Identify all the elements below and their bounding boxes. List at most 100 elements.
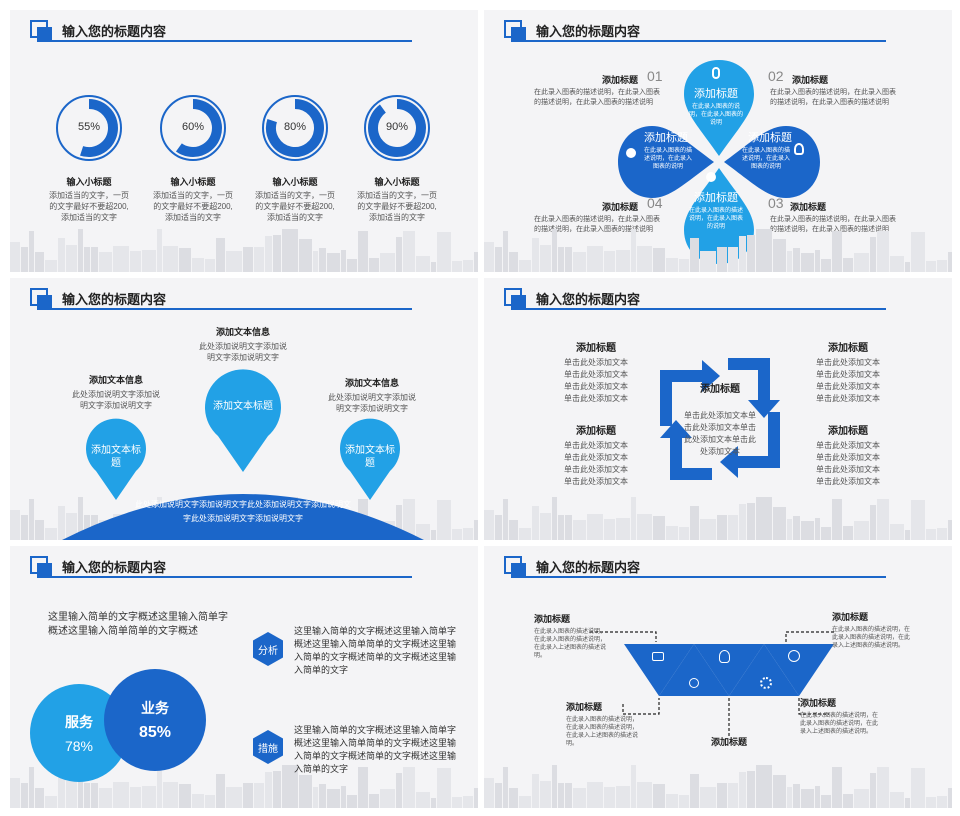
building-shape xyxy=(282,229,298,272)
item-heading: 输入小标题 xyxy=(170,177,216,187)
item-desc: 添加适当的文字，一页的文字最好不要超200,添加适当的文字 xyxy=(153,191,233,222)
building-shape xyxy=(519,528,531,540)
building-shape xyxy=(403,767,415,808)
building-shape xyxy=(843,526,853,540)
building-shape xyxy=(815,518,820,540)
building-shape xyxy=(573,788,586,808)
arrow-top-left xyxy=(660,360,720,426)
slide-triangles[interactable]: 输入您的标题内容 添加标题 在此录入图表的描述说明，在此录入图表的描述说明，在此… xyxy=(484,546,952,808)
building-shape xyxy=(815,250,820,272)
pin-desc: 此处添加说明文字添加说明文字添加说明文字 xyxy=(328,393,416,413)
building-shape xyxy=(484,510,494,540)
progress-value: 55% xyxy=(77,121,101,133)
measures-text: 这里输入简单的文字概述这里输入简单字概述这里输入简单简单的文字概述这里输入简单的… xyxy=(294,725,457,774)
building-shape xyxy=(474,788,478,808)
building-shape xyxy=(495,783,502,808)
triangle-5 xyxy=(764,644,834,696)
building-shape xyxy=(431,530,436,540)
city-skyline-image xyxy=(484,229,952,272)
slide-progress-rings[interactable]: 输入您的标题内容 55% 60% 80% 90% 输入小标题 添加适当的文字，一… xyxy=(10,10,478,272)
title-decoration xyxy=(504,20,534,46)
slide-service-business[interactable]: 输入您的标题内容 这里输入简单的文字概述这里输入简单字概述这里输入简单简单的文字… xyxy=(10,546,478,808)
building-shape xyxy=(739,772,746,808)
building-shape xyxy=(463,528,473,540)
building-shape xyxy=(495,247,502,272)
building-shape xyxy=(565,783,572,808)
block-desc: 单击此处添加文本单击此处添加文本单击此处添加文本单击此处添加文本 xyxy=(564,441,628,486)
building-shape xyxy=(21,247,28,272)
building-shape xyxy=(653,516,665,540)
building-shape xyxy=(29,499,34,540)
building-shape xyxy=(540,781,551,808)
building-shape xyxy=(773,507,786,540)
analysis-text: 这里输入简单的文字概述这里输入简单字概述这里输入简单简单的文字概述这里输入简单的… xyxy=(294,626,457,675)
arrow-top-right xyxy=(728,358,780,418)
item-heading: 输入小标题 xyxy=(374,177,420,187)
building-shape xyxy=(787,251,792,272)
label-title: 添加标题 xyxy=(534,614,571,624)
progress-arc xyxy=(80,99,118,157)
building-shape xyxy=(254,247,264,272)
block-desc: 单击此处添加文本单击此处添加文本单击此处添加文本单击此处添加文本 xyxy=(816,358,880,403)
building-shape xyxy=(911,768,925,808)
building-shape xyxy=(787,787,792,808)
building-shape xyxy=(565,247,572,272)
building-shape xyxy=(29,231,34,272)
building-shape xyxy=(937,528,947,540)
slide-cycle-arrows[interactable]: 输入您的标题内容 添加标题 单击此处添加文本单击此处添加文本单击此处添加文本单击… xyxy=(484,278,952,540)
building-shape xyxy=(587,514,603,540)
building-shape xyxy=(616,250,630,272)
building-shape xyxy=(815,786,820,808)
building-shape xyxy=(99,252,112,272)
building-shape xyxy=(503,231,508,272)
building-shape xyxy=(45,260,57,272)
building-shape xyxy=(616,786,630,808)
measures-badge: 措施 xyxy=(253,730,283,764)
building-shape xyxy=(801,253,814,272)
label-desc: 在此录入图表的描述说明，在此录入图表的描述说明，在此录入上述图表的描述说明。 xyxy=(566,717,639,747)
slide-petal-diagram[interactable]: 输入您的标题内容 添加标题 在此录入图表的说明，在此录入图表的说明 添加标题 在… xyxy=(484,10,952,272)
building-shape xyxy=(463,796,473,808)
building-shape xyxy=(637,514,652,540)
corner-title: 添加标题 xyxy=(792,75,829,85)
building-shape xyxy=(690,238,699,272)
building-shape xyxy=(532,238,539,272)
progress-arc xyxy=(368,99,426,157)
building-shape xyxy=(787,519,792,540)
building-shape xyxy=(369,258,379,272)
building-shape xyxy=(552,765,557,808)
building-shape xyxy=(437,768,451,808)
building-shape xyxy=(747,503,755,540)
building-shape xyxy=(243,783,253,808)
building-shape xyxy=(396,773,402,808)
bottom-title: 添加标题 xyxy=(710,737,747,747)
building-shape xyxy=(905,798,910,808)
building-shape xyxy=(573,520,586,540)
building-shape xyxy=(793,516,800,540)
building-shape xyxy=(728,515,738,540)
progress-arc xyxy=(175,99,222,157)
pin-desc: 此处添加说明文字添加说明文字添加说明文字 xyxy=(72,390,160,410)
building-shape xyxy=(254,783,264,808)
title-underline xyxy=(48,40,412,42)
building-shape xyxy=(347,259,357,272)
building-shape xyxy=(35,252,44,272)
item-heading: 输入小标题 xyxy=(66,177,112,187)
petal-title: 添加标题 xyxy=(694,88,738,100)
pin-right xyxy=(340,418,400,500)
building-shape xyxy=(509,520,518,540)
building-shape xyxy=(78,229,83,272)
pin-label: 添加文本标题 xyxy=(213,401,273,412)
title-underline xyxy=(48,308,412,310)
building-shape xyxy=(890,792,904,808)
building-shape xyxy=(273,771,281,808)
building-shape xyxy=(728,247,738,272)
building-shape xyxy=(948,788,952,808)
building-shape xyxy=(948,520,952,540)
triangle-3 xyxy=(694,644,764,696)
slide-pin-dome[interactable]: 输入您的标题内容 添加文本标题 添加文本标题 添加文本标题 添加文本信息 此处添… xyxy=(10,278,478,540)
search-icon xyxy=(689,678,699,688)
label-title: 添加标题 xyxy=(832,612,869,622)
building-shape xyxy=(558,247,564,272)
intro-text: 这里输入简单的文字概述这里输入简单字概述这里输入简单简单的文字概述 xyxy=(48,612,228,637)
